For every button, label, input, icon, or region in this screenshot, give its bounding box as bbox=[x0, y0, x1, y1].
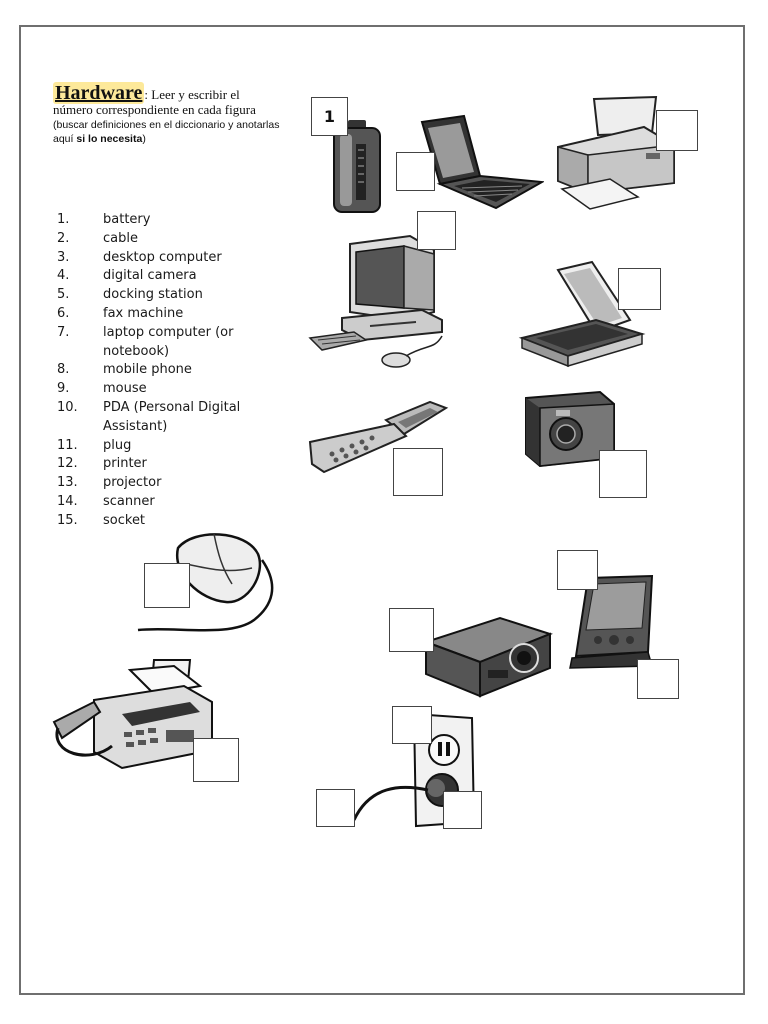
instruction-part-2: número correspondiente en cada figura bbox=[53, 102, 256, 117]
vocab-number: 10. bbox=[57, 399, 78, 415]
worksheet-header: Hardware: Leer y escribir el número corr… bbox=[53, 82, 293, 146]
answer-box-desktop-computer[interactable] bbox=[417, 211, 456, 250]
vocabulary-list: 1. battery 2. cable 3. desktop computer 4. digi… bbox=[57, 211, 287, 531]
vocab-term: PDA (Personal Digital Assistant) bbox=[103, 399, 241, 434]
vocab-item: 3. desktop computer bbox=[57, 249, 287, 268]
vocab-item: 8. mobile phone bbox=[57, 361, 287, 380]
answer-box-mouse[interactable] bbox=[144, 563, 190, 608]
instruction-part-1: Leer y escribir el bbox=[148, 87, 240, 102]
vocab-item: 6. fax machine bbox=[57, 305, 287, 324]
note-close-paren: ) bbox=[142, 133, 146, 145]
vocab-item: 12. printer bbox=[57, 455, 287, 474]
answer-box-socket[interactable] bbox=[392, 706, 432, 744]
vocab-item: 5. docking station bbox=[57, 286, 287, 305]
answer-box-plug[interactable] bbox=[443, 791, 482, 829]
mouse-icon bbox=[137, 533, 274, 632]
answer-box-docking-station[interactable] bbox=[637, 659, 679, 699]
answer-box-projector[interactable] bbox=[389, 608, 434, 652]
vocab-item: 2. cable bbox=[57, 230, 287, 249]
vocab-term: fax machine bbox=[103, 305, 184, 321]
projector-icon bbox=[422, 616, 553, 698]
vocab-item: 15. socket bbox=[57, 512, 287, 531]
vocab-item: 13. projector bbox=[57, 474, 287, 493]
vocab-number: 11. bbox=[57, 437, 78, 453]
vocab-number: 13. bbox=[57, 475, 78, 491]
answer-box-fax-machine[interactable] bbox=[193, 738, 239, 782]
vocab-term: desktop computer bbox=[103, 249, 222, 265]
vocab-term: mouse bbox=[103, 381, 147, 397]
note-open-paren: ( bbox=[53, 119, 57, 131]
instruction-note: (buscar definiciones en el diccionario y… bbox=[53, 118, 293, 146]
vocab-item: 1. battery bbox=[57, 211, 287, 230]
note-text: buscar definiciones en el diccionario y … bbox=[53, 119, 280, 145]
vocab-number: 2. bbox=[57, 230, 70, 246]
answer-box-laptop[interactable] bbox=[396, 152, 435, 191]
vocab-number: 14. bbox=[57, 493, 78, 509]
printer-icon bbox=[557, 95, 675, 210]
desktop-computer-icon bbox=[308, 234, 443, 368]
answer-box-digital-camera[interactable] bbox=[599, 450, 647, 498]
mobile-phone-icon bbox=[308, 400, 449, 474]
digital-camera-icon bbox=[525, 390, 615, 468]
vocab-item: 11. plug bbox=[57, 437, 287, 456]
vocab-term: plug bbox=[103, 437, 132, 453]
vocab-number: 7. bbox=[57, 324, 70, 340]
vocab-number: 15. bbox=[57, 512, 78, 528]
vocab-term: projector bbox=[103, 475, 162, 491]
vocab-item: 9. mouse bbox=[57, 380, 287, 399]
vocab-item: 4. digital camera bbox=[57, 267, 287, 286]
battery-icon bbox=[333, 120, 381, 213]
answer-box-battery[interactable]: 1 bbox=[311, 97, 348, 136]
scanner-icon bbox=[518, 260, 646, 368]
pda-icon bbox=[569, 574, 654, 669]
vocab-number: 12. bbox=[57, 456, 78, 472]
vocab-item: 14. scanner bbox=[57, 493, 287, 512]
vocab-item: 10. PDA (Personal Digital Assistant) bbox=[57, 399, 287, 437]
vocab-number: 9. bbox=[57, 381, 70, 397]
vocab-number: 4. bbox=[57, 268, 70, 284]
worksheet-title: Hardware bbox=[53, 82, 145, 104]
answer-box-cable[interactable] bbox=[316, 789, 355, 827]
answer-box-mobile-phone[interactable] bbox=[393, 448, 443, 496]
title-line: Hardware: Leer y escribir el bbox=[53, 82, 293, 104]
vocab-number: 6. bbox=[57, 305, 70, 321]
vocab-number: 3. bbox=[57, 249, 70, 265]
vocab-number: 8. bbox=[57, 362, 70, 378]
vocab-number: 1. bbox=[57, 212, 70, 227]
vocab-term: cable bbox=[103, 230, 138, 246]
vocab-item: 7. laptop computer (or notebook) bbox=[57, 324, 287, 362]
vocab-term: printer bbox=[103, 456, 147, 472]
note-bold-text: si lo necesita bbox=[76, 133, 143, 145]
vocab-term: docking station bbox=[103, 287, 203, 303]
answer-box-printer[interactable] bbox=[656, 110, 698, 151]
vocab-term: mobile phone bbox=[103, 362, 192, 378]
vocab-term: digital camera bbox=[103, 268, 197, 284]
vocab-term: battery bbox=[103, 212, 151, 227]
vocab-term: laptop computer (or notebook) bbox=[103, 324, 234, 359]
vocab-term: scanner bbox=[103, 493, 155, 509]
vocab-term: socket bbox=[103, 512, 146, 528]
title-colon: : bbox=[144, 87, 149, 102]
vocab-number: 5. bbox=[57, 287, 70, 303]
answer-box-scanner[interactable] bbox=[618, 268, 661, 310]
answer-box-pda[interactable] bbox=[557, 550, 598, 590]
laptop-icon bbox=[420, 114, 544, 210]
